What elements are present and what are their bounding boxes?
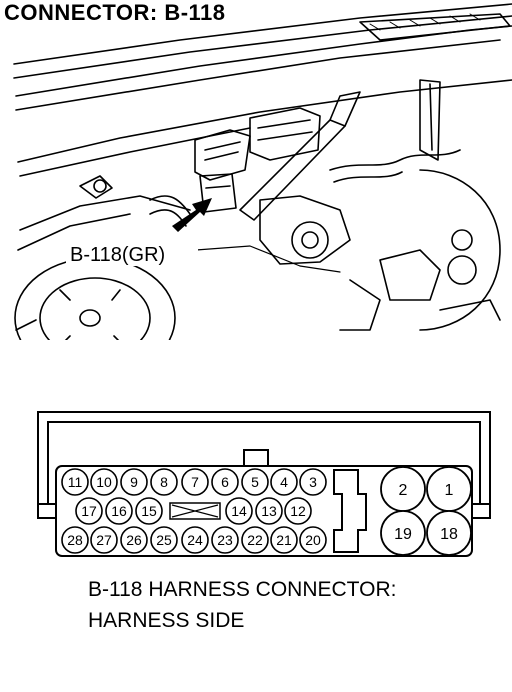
- pin-label: 9: [130, 474, 138, 490]
- pin-8: 8: [150, 468, 178, 496]
- caption-line-1: B-118 HARNESS CONNECTOR:: [88, 578, 397, 601]
- pin-25: 25: [150, 526, 178, 554]
- pin-26: 26: [120, 526, 148, 554]
- connector-lock-frame-inner: [47, 421, 481, 504]
- pin-label: 21: [276, 532, 292, 548]
- pin-label: 1: [445, 482, 454, 499]
- pin-22: 22: [241, 526, 269, 554]
- pin-17: 17: [75, 497, 103, 525]
- blank-cavity-cross: [171, 504, 219, 518]
- pin-9: 9: [120, 468, 148, 496]
- pin-label: 3: [309, 474, 317, 490]
- pin-5: 5: [241, 468, 269, 496]
- pin-label: 6: [221, 474, 229, 490]
- pin-3: 3: [299, 468, 327, 496]
- pin-label: 25: [156, 532, 172, 548]
- pin-label: 17: [81, 503, 97, 519]
- pin-label: 11: [68, 474, 83, 490]
- pin-7: 7: [181, 468, 209, 496]
- pin-16: 16: [105, 497, 133, 525]
- pin-18: 18: [426, 510, 472, 556]
- pin-label: 26: [126, 532, 142, 548]
- pin-label: 28: [67, 532, 83, 548]
- pin-11: 11: [61, 468, 89, 496]
- pin-label: 20: [305, 532, 321, 548]
- pin-label: 8: [160, 474, 168, 490]
- pin-label: 5: [251, 474, 259, 490]
- engine-bay-illustration: [13, 3, 512, 340]
- pin-23: 23: [211, 526, 239, 554]
- pin-12: 12: [284, 497, 312, 525]
- pin-label: 24: [187, 532, 203, 548]
- pin-label: 14: [231, 503, 247, 519]
- pin-14: 14: [225, 497, 253, 525]
- connector-key: [243, 449, 269, 467]
- pin-label: 7: [191, 474, 199, 490]
- callout-label: B-118(GR): [70, 244, 165, 266]
- pin-label: 12: [290, 503, 306, 519]
- pin-2: 2: [380, 466, 426, 512]
- callout-arrow-icon: [172, 198, 212, 232]
- pin-label: 22: [247, 532, 263, 548]
- pin-4: 4: [270, 468, 298, 496]
- pin-label: 15: [141, 503, 157, 519]
- pin-label: 4: [280, 474, 288, 490]
- pin-28: 28: [61, 526, 89, 554]
- pin-21: 21: [270, 526, 298, 554]
- pin-label: 27: [96, 532, 112, 548]
- pin-1: 1: [426, 466, 472, 512]
- pin-19: 19: [380, 510, 426, 556]
- pin-6: 6: [211, 468, 239, 496]
- pin-20: 20: [299, 526, 327, 554]
- pin-label: 16: [111, 503, 127, 519]
- pin-27: 27: [90, 526, 118, 554]
- caption-line-2: HARNESS SIDE: [88, 609, 245, 632]
- pin-label: 19: [394, 526, 412, 543]
- pin-label: 13: [261, 503, 277, 519]
- center-key-slot: [333, 469, 367, 553]
- pin-label: 23: [217, 532, 233, 548]
- page-title: CONNECTOR: B-118: [4, 0, 226, 25]
- pin-13: 13: [255, 497, 283, 525]
- pin-10: 10: [90, 468, 118, 496]
- pin-15: 15: [135, 497, 163, 525]
- pin-label: 10: [96, 474, 112, 490]
- pin-24: 24: [181, 526, 209, 554]
- pin-label: 18: [440, 526, 458, 543]
- pin-label: 2: [399, 482, 408, 499]
- connector-lock-frame: [37, 411, 491, 504]
- callout-label-layer: B-118(GR): [66, 238, 198, 266]
